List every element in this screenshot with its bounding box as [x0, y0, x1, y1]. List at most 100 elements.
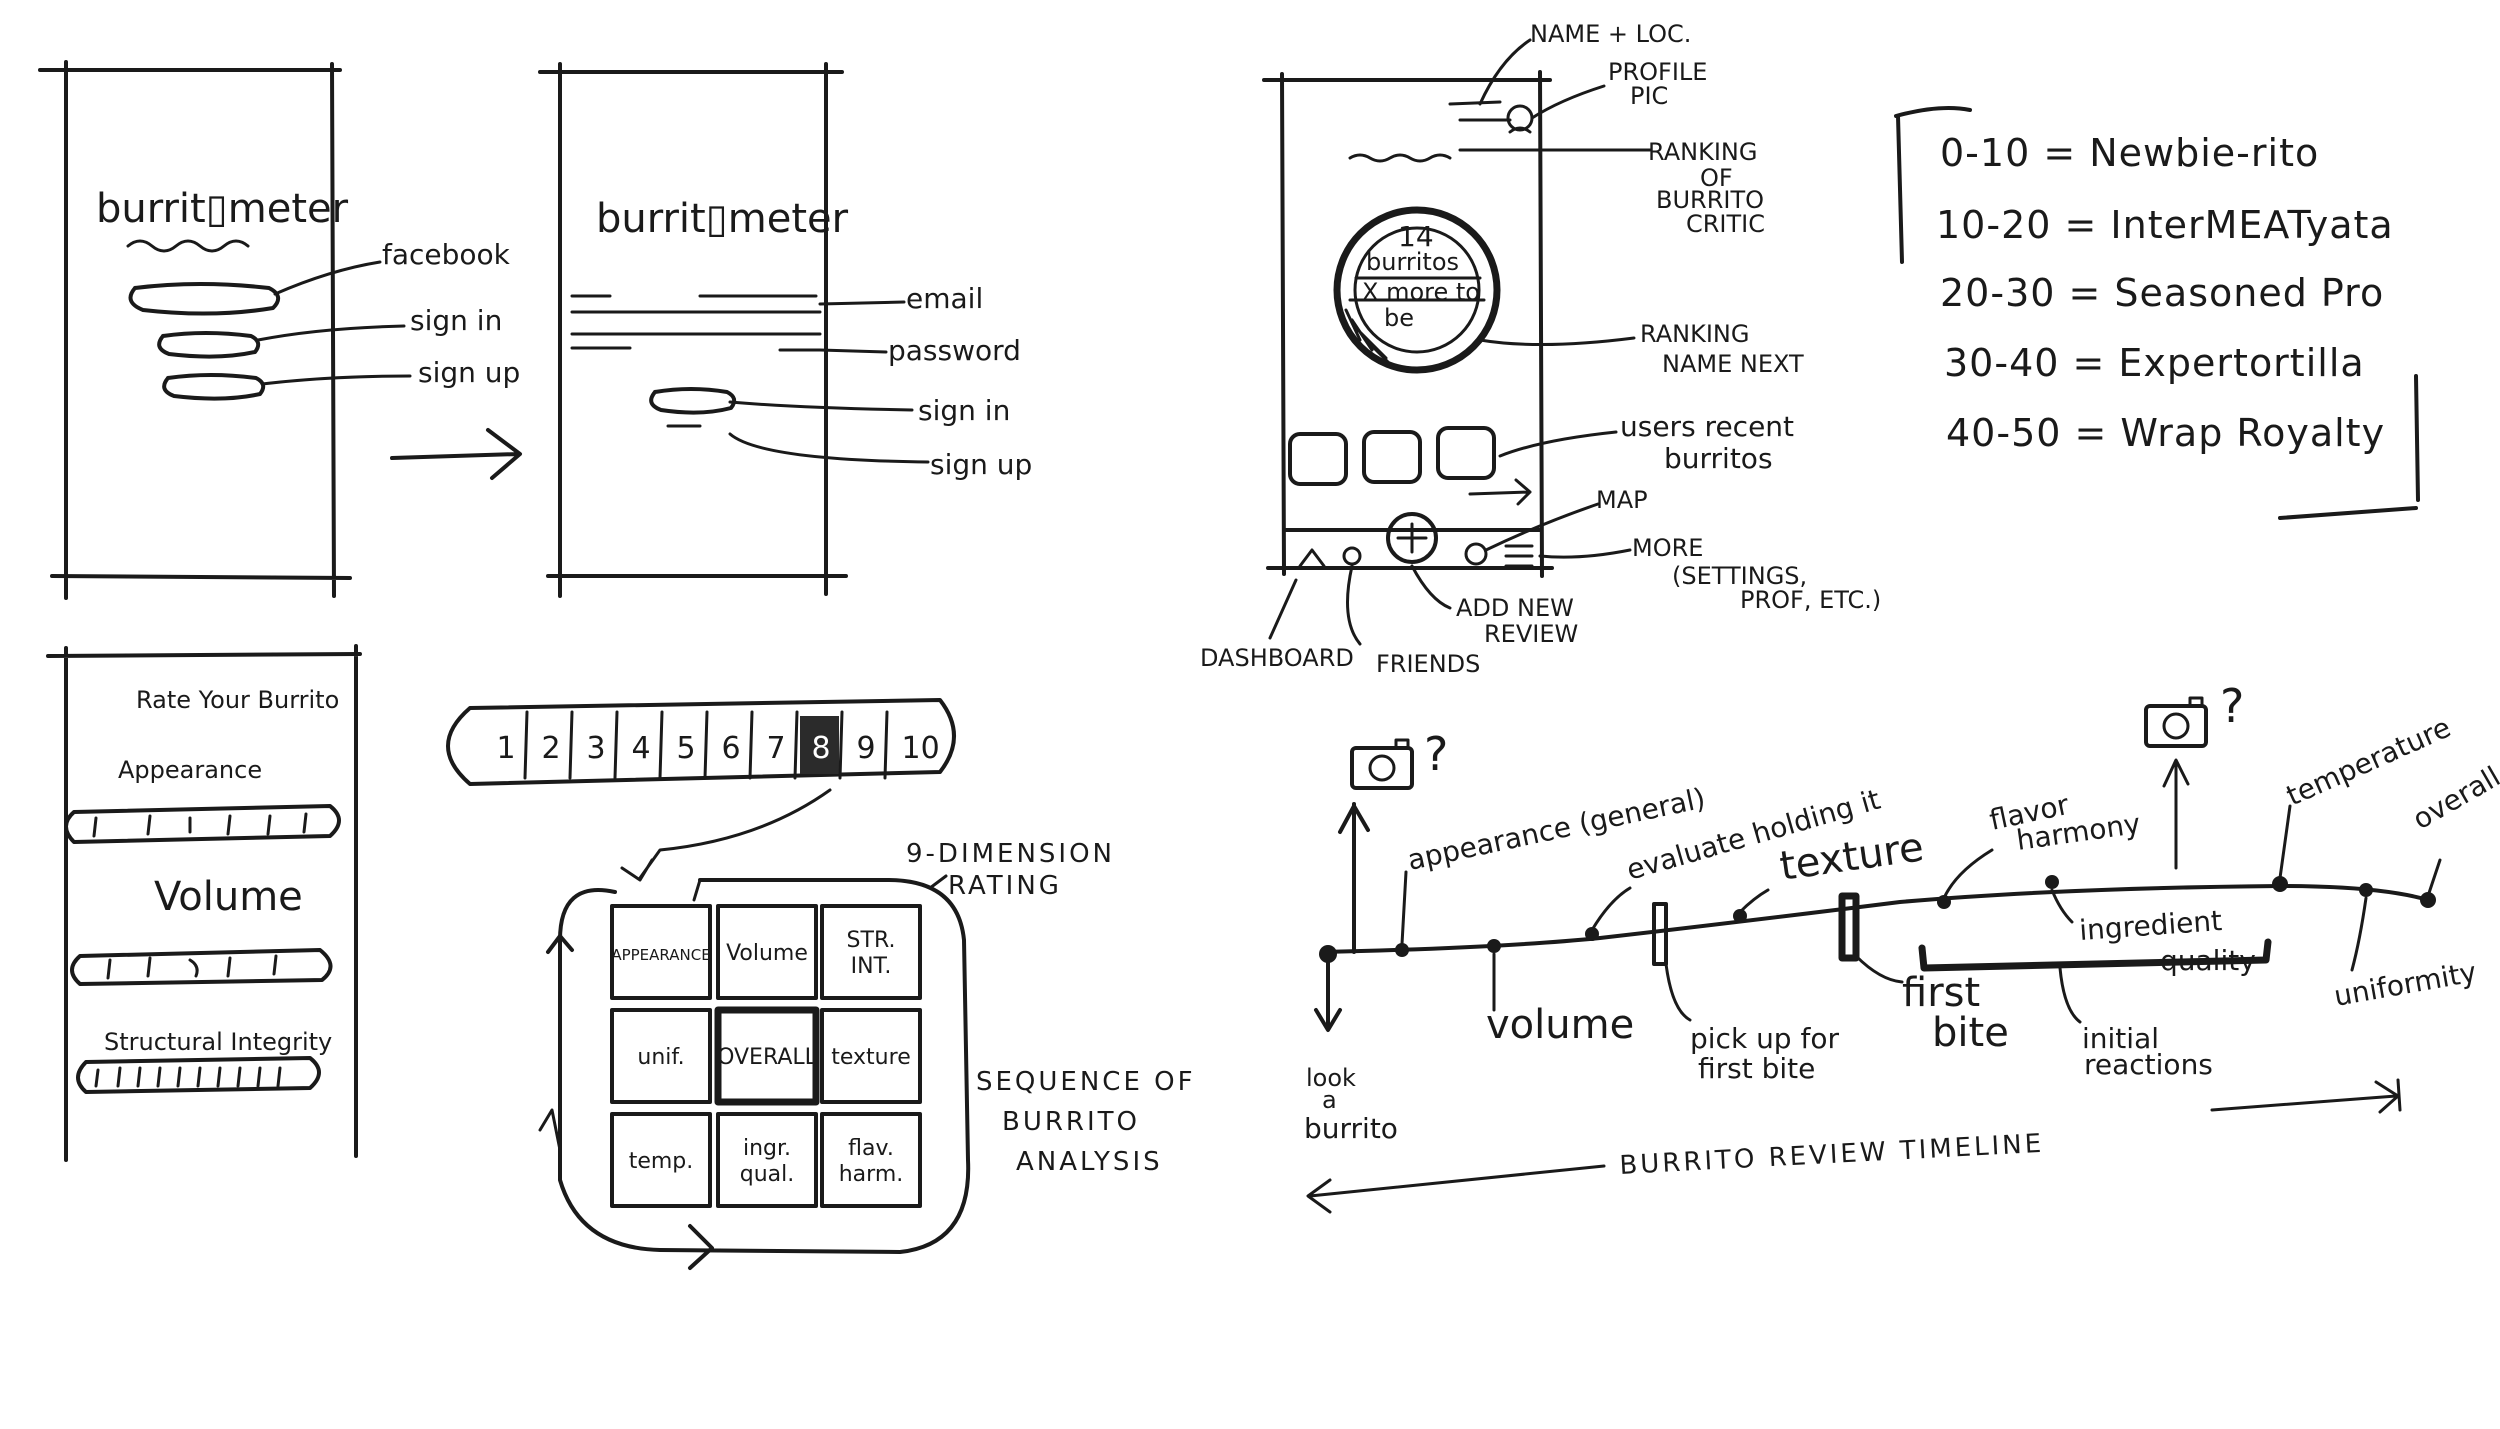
- rating-divider: [613, 710, 619, 780]
- rating-number[interactable]: 8: [812, 731, 831, 766]
- tl-dot-overall: [2420, 892, 2436, 908]
- facebook-button-sketch: [128, 282, 281, 316]
- rating-number[interactable]: 1: [497, 731, 516, 766]
- tl-label-burrito: burrito: [1304, 1112, 1398, 1145]
- label-sign-up-2: sign up: [930, 448, 1032, 481]
- grid-cell[interactable]: [820, 904, 922, 1000]
- rating-divider: [568, 710, 574, 780]
- rating-number[interactable]: 6: [722, 731, 741, 766]
- burrito-count: 14: [1398, 220, 1434, 253]
- tl-label-ingredient: ingredient: [2078, 904, 2223, 947]
- grid-cell[interactable]: [716, 904, 818, 1000]
- more-to-go-line2: be: [1384, 304, 1414, 332]
- tl-bracket-initial: [1918, 938, 2272, 972]
- rating-number[interactable]: 9: [857, 731, 876, 766]
- rating-divider: [658, 710, 664, 780]
- dashboard-wireframe: 14 burritos X more to be NAME + LOC. PRO…: [1200, 20, 1881, 678]
- tl-dot-look: [1319, 945, 1337, 963]
- tl-label-quality: quality: [2160, 944, 2256, 977]
- login-screen-wireframe: burrit▯meter facebook sign in sign up: [38, 60, 522, 600]
- grid-cell-label: APPEARANCE: [611, 946, 710, 964]
- annot-next-1: RANKING: [1640, 320, 1749, 348]
- add-review-icon: [1386, 512, 1438, 564]
- rating-number[interactable]: 10: [902, 731, 940, 766]
- grid-cell-label: STR.: [847, 928, 896, 953]
- annot-name-loc: NAME + LOC.: [1530, 20, 1691, 48]
- profile-pic-icon: [1506, 104, 1534, 132]
- grid-caption-line1: SEQUENCE OF: [976, 1067, 1196, 1097]
- rating-number[interactable]: 3: [587, 731, 606, 766]
- tl-label-volume: volume: [1486, 1002, 1634, 1048]
- tl-dot-flavor: [1937, 895, 1951, 909]
- tl-label-look: look: [1306, 1064, 1356, 1092]
- camera-question-1: ?: [1424, 727, 1448, 781]
- signin-logo: burrit▯meter: [596, 196, 849, 242]
- grid-cell[interactable]: [714, 1006, 820, 1106]
- rating-number[interactable]: 5: [677, 731, 696, 766]
- tl-label-reactions: reactions: [2084, 1048, 2213, 1081]
- appearance-slider-sketch: [64, 804, 341, 844]
- annot-friends: FRIENDS: [1376, 650, 1480, 678]
- grid-cell[interactable]: [820, 1008, 922, 1104]
- recent-burrito-thumb-1: [1288, 432, 1348, 486]
- rating-number[interactable]: 4: [632, 731, 651, 766]
- tl-dot-volume: [1487, 939, 1501, 953]
- rating-divider: [748, 710, 754, 780]
- annot-dashboard: DASHBOARD: [1200, 644, 1354, 672]
- grid-cell[interactable]: [610, 1008, 712, 1104]
- rank-tier: 40-50 = Wrap Royalty: [1946, 411, 2385, 455]
- tl-bar-first-bite: [1838, 892, 1860, 962]
- rate-screen-wireframe: Rate Your Burrito Appearance Volume Stru…: [46, 644, 362, 1162]
- rating-selected-fill: [800, 716, 839, 774]
- rate-section-structural: Structural Integrity: [104, 1028, 332, 1056]
- signin-button-sketch: [157, 331, 261, 359]
- rank-tier: 30-40 = Expertortilla: [1944, 341, 2365, 385]
- more-menu-icon: [1504, 544, 1534, 568]
- rate-title: Rate Your Burrito: [136, 686, 339, 714]
- signin-screen-wireframe: burrit▯meter email password sign in sign…: [538, 62, 1032, 598]
- grid-cell[interactable]: [610, 904, 712, 1000]
- grid-cell-label: texture: [831, 1045, 910, 1070]
- grid-cell[interactable]: [610, 1112, 712, 1208]
- grid-cell-label: INT.: [851, 954, 892, 979]
- rating-divider: [703, 710, 709, 780]
- grid-title-line2: RATING: [948, 871, 1062, 901]
- burrito-count-unit: burritos: [1366, 248, 1459, 276]
- volume-slider-sketch: [70, 948, 333, 986]
- tl-dot-texture: [1733, 909, 1747, 923]
- bar-to-grid-arrow: [620, 788, 832, 882]
- tl-dot-temperature: [2272, 876, 2288, 892]
- annot-recent-1: users recent: [1620, 410, 1794, 443]
- recent-next-arrow: [1468, 478, 1532, 506]
- rating-divider: [838, 710, 844, 780]
- camera-icon-2: [2144, 696, 2208, 748]
- grid-cell-label: harm.: [839, 1162, 904, 1187]
- grid-cell[interactable]: [716, 1112, 818, 1208]
- annot-ranking-3: BURRITO: [1656, 186, 1764, 214]
- grid-cell-label: flav.: [848, 1136, 894, 1161]
- structural-slider-sketch: [76, 1056, 321, 1094]
- rating-number[interactable]: 2: [542, 731, 561, 766]
- rate-section-volume: Volume: [154, 874, 303, 920]
- rating-number[interactable]: 7: [767, 731, 786, 766]
- rating-divider: [793, 710, 799, 780]
- grid-cell-label: unif.: [637, 1045, 684, 1070]
- label-sign-in: sign in: [410, 304, 502, 337]
- rate-section-appearance: Appearance: [118, 756, 262, 784]
- tl-label-overall: overall: [2407, 760, 2500, 836]
- password-field-sketch: [570, 332, 822, 352]
- signup-button-sketch: [162, 373, 266, 401]
- tl-label-bite: bite: [1932, 1010, 2009, 1056]
- rank-tier: 0-10 = Newbie-rito: [1940, 131, 2319, 175]
- annot-ranking-1: RANKING: [1648, 138, 1757, 166]
- tl-dot-uniformity: [2359, 883, 2373, 897]
- tl-dot-holding: [1585, 927, 1599, 941]
- recent-burrito-thumb-2: [1362, 430, 1422, 484]
- grid-cell[interactable]: [820, 1112, 922, 1208]
